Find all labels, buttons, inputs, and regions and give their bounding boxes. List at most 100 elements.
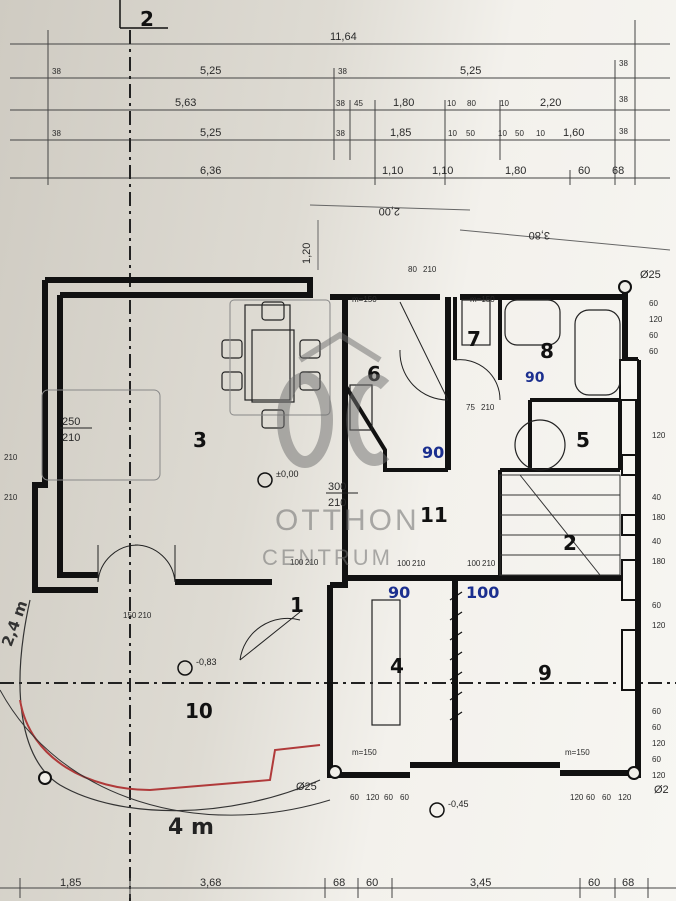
staircase [499, 474, 621, 576]
dim-label: 120 [570, 793, 584, 802]
opening-width: 75 [466, 403, 475, 412]
dim-label: 1,10 [432, 165, 453, 177]
axis-lines [0, 30, 676, 901]
dim-label: 5,25 [200, 127, 221, 139]
level-label: -0,83 [196, 657, 217, 667]
sheet-number-marker: 2 [119, 0, 168, 31]
dim-label: 3,68 [200, 877, 221, 889]
opening-width: 300 [328, 481, 346, 493]
room-number: 3 [193, 428, 207, 452]
column-markers [38, 280, 641, 785]
dim-label: 38 [336, 129, 345, 138]
dim-label: 120 [652, 621, 666, 630]
handwritten-door-width: 90 [422, 443, 444, 462]
handwritten-size-note: 4 m [168, 815, 214, 840]
dim-label: 5,25 [460, 65, 481, 77]
dim-label: 80 [467, 99, 476, 108]
opening-height: 210 [138, 611, 152, 620]
opening-height: 210 [481, 403, 495, 412]
opening-labels: 250 210 300 210 100 210 150 210 100 210 … [4, 265, 590, 757]
opening-height: 210 [328, 497, 346, 509]
level-label: -0,45 [448, 799, 469, 809]
handwritten-door-width: 90 [525, 370, 545, 386]
handwritten-corner-note: 2,4 m [0, 598, 31, 649]
dim-label: 68 [622, 877, 634, 889]
sketch-dim-left: 2,00 [379, 205, 400, 217]
dim-label: 38 [336, 99, 345, 108]
dim-label: 10 [536, 129, 545, 138]
room-number: 9 [538, 661, 552, 685]
dim-label: 60 [649, 299, 658, 308]
dim-label: 50 [515, 129, 524, 138]
opening-height: 210 [62, 432, 80, 444]
dim-label: 120 [652, 431, 666, 440]
right-wall-windows [619, 359, 639, 691]
dim-label: 60 [400, 793, 409, 802]
opening-height: 210 [4, 493, 18, 502]
room-number: 5 [576, 428, 590, 452]
dim-label: 10 [498, 129, 507, 138]
dimension-row-5: 6,36 1,10 1,10 1,80 60 68 [200, 165, 624, 177]
dim-label: 60 [649, 331, 658, 340]
dim-label: 120 [618, 793, 632, 802]
dim-label: 60 [384, 793, 393, 802]
dim-label: 5,63 [175, 97, 196, 109]
dim-label: 68 [612, 165, 624, 177]
dim-label: 60 [652, 755, 661, 764]
dim-label: 60 [586, 793, 595, 802]
room-number: 11 [420, 503, 448, 527]
dim-label: 60 [588, 877, 600, 889]
dim-label: 10 [447, 99, 456, 108]
sill-note: m=150 [470, 295, 495, 304]
dining-set [221, 301, 321, 429]
dimension-row-3: 5,63 38 45 1,80 10 80 10 2,20 38 [175, 95, 628, 109]
dim-label: 120 [652, 771, 666, 780]
dim-label: 10 [500, 99, 509, 108]
dim-label: 68 [333, 877, 345, 889]
hatched-partition [449, 591, 463, 721]
top-dimension-lines [10, 20, 670, 185]
dim-label: 38 [52, 129, 61, 138]
dim-label: 60 [652, 601, 661, 610]
dim-label: 6,36 [200, 165, 221, 177]
dim-label: 1,80 [505, 165, 526, 177]
sill-note: m=150 [565, 748, 590, 757]
dim-label: 5,25 [200, 65, 221, 77]
dim-label: 60 [366, 877, 378, 889]
level-markers [177, 472, 445, 818]
opening-height: 210 [412, 559, 426, 568]
dim-label: 120 [649, 315, 663, 324]
opening-width: 100 [290, 558, 304, 567]
dim-label: 60 [350, 793, 359, 802]
sill-note: m=150 [352, 295, 377, 304]
bottom-dimension-line [0, 878, 676, 898]
sketch-dimensions [309, 204, 671, 270]
opening-width: 100 [397, 559, 411, 568]
dim-label: 1,85 [390, 127, 411, 139]
opening-width: 150 [123, 611, 137, 620]
bottom-dimensions: 1,85 3,68 68 60 3,45 60 68 [60, 877, 634, 889]
dim-label: 1,60 [563, 127, 584, 139]
room-number: 7 [467, 327, 481, 351]
dim-total-width: 11,64 [330, 31, 357, 43]
sill-note: m=150 [352, 748, 377, 757]
bottom-opening-dims: 60 120 60 60 120 60 60 120 [350, 793, 632, 802]
dim-label: 38 [338, 67, 347, 76]
watermark-text: OTTHON [275, 504, 420, 537]
dim-label: 180 [652, 513, 666, 522]
dim-label: 60 [602, 793, 611, 802]
dim-label: 180 [652, 557, 666, 566]
dim-label: 10 [448, 129, 457, 138]
level-label: ±0,00 [276, 469, 298, 479]
opening-width: 100 [467, 559, 481, 568]
dim-label: 3,45 [470, 877, 491, 889]
dim-label: 45 [354, 99, 363, 108]
door-swings [97, 301, 501, 661]
pipe-label: Ø2 [654, 784, 669, 796]
dim-label: 40 [652, 493, 661, 502]
pipe-label: Ø25 [296, 781, 317, 793]
dim-label: 50 [466, 129, 475, 138]
sketch-dim-side: 1,20 [301, 243, 313, 264]
right-side-dims: 60 120 60 60 120 40 180 40 180 60 120 60… [649, 299, 666, 780]
